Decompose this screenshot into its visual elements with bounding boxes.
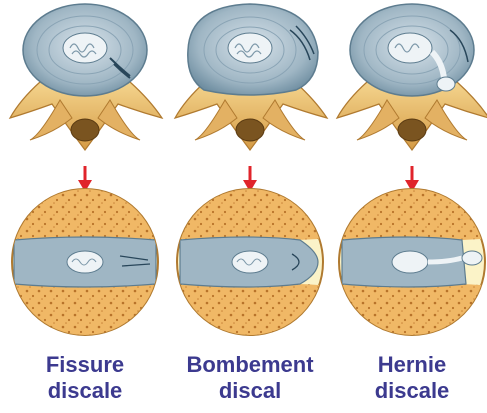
vertebra-top-view-fissure <box>10 4 162 150</box>
vertebra-top-view-hernie <box>337 4 487 150</box>
side-view-fissure <box>0 180 170 350</box>
side-view-hernie <box>327 180 487 350</box>
caption-line-2: discale <box>10 378 160 404</box>
caption-hernie: Hernie discale <box>337 352 487 404</box>
side-view-bombement <box>165 180 335 350</box>
caption-line-1: Fissure <box>10 352 160 378</box>
caption-fissure: Fissure discale <box>10 352 160 404</box>
caption-line-2: discal <box>175 378 325 404</box>
caption-line-1: Hernie <box>337 352 487 378</box>
vertebra-top-view-bombement <box>175 4 327 150</box>
caption-line-1: Bombement <box>175 352 325 378</box>
caption-line-2: discale <box>337 378 487 404</box>
caption-bombement: Bombement discal <box>175 352 325 404</box>
